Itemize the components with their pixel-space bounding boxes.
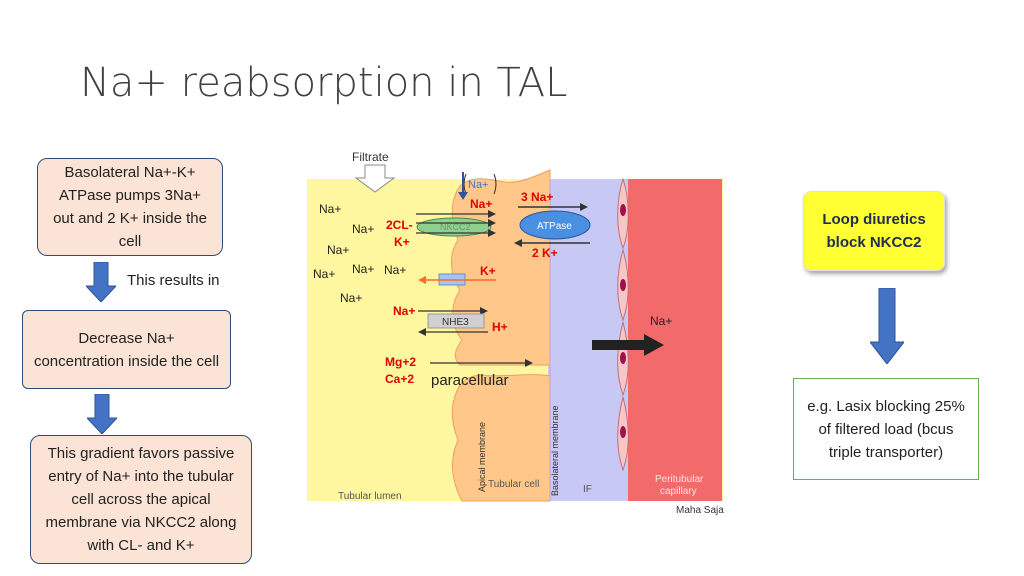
nkcc-arrow-head	[488, 210, 496, 218]
atpase-label: ATPase	[537, 221, 572, 232]
down-arrow-3	[870, 288, 904, 364]
filtrate-label: Filtrate	[352, 150, 389, 164]
peritubular-label: Peritubular	[655, 474, 704, 485]
down-arrow-2	[87, 394, 117, 434]
nucleus	[620, 204, 626, 216]
tal-transport-diagram: Filtrate Na+ Na+ Na+ Na+ Na+ Na+ Na+ Na+…	[307, 150, 724, 516]
credit-label: Maha Saja	[676, 505, 724, 516]
paracellular-arrow-head	[525, 359, 533, 367]
na-top-arrow-head	[458, 192, 468, 200]
na-reabsorption-arrow	[592, 340, 644, 350]
nhe-h-arrow-head	[418, 328, 426, 336]
atpase-explanation-box: Basolateral Na+-K+ ATPase pumps 3Na+ out…	[37, 158, 223, 256]
apical-membrane-label: Apical membrane	[477, 422, 487, 492]
nucleus	[620, 352, 626, 364]
if-na-label: Na+	[650, 314, 672, 328]
three-na-label: 3 Na+	[521, 190, 553, 204]
decrease-na-box: Decrease Na+ concentration inside the ce…	[22, 310, 231, 389]
na-red-label: Na+	[470, 197, 492, 211]
paracellular-label: paracellular	[431, 372, 509, 389]
filtrate-arrow-icon	[354, 164, 396, 193]
lumen-na-label: Na+	[352, 262, 374, 276]
nhe3-exchanger	[427, 313, 485, 329]
nucleus	[620, 426, 626, 438]
tubular-lumen-label: Tubular lumen	[338, 491, 402, 502]
nhe-na-arrow-head	[480, 307, 488, 315]
down-arrow-1	[86, 262, 116, 302]
na-nhe-label: Na+	[393, 304, 415, 318]
two-k-arrow-head	[514, 239, 522, 247]
lumen-na-label: Na+	[327, 243, 349, 257]
lumen-na-label: Na+	[352, 222, 374, 236]
if-label: IF	[583, 484, 592, 495]
na-top-label: Na+	[468, 179, 489, 191]
three-na-arrow-head	[580, 203, 588, 211]
k-leak-arrow-head	[418, 276, 426, 284]
ca-label: Ca+2	[385, 372, 414, 386]
two-k-label: 2 K+	[532, 246, 558, 260]
lasix-note-box: e.g. Lasix blocking 25% of filtered load…	[793, 378, 979, 480]
two-cl-label: 2CL-	[386, 218, 413, 232]
k-nkcc-label: K+	[394, 235, 410, 249]
na-bracket-right	[493, 173, 497, 195]
connector-text: This results in	[127, 272, 220, 289]
nkcc2-label: NKCC2	[440, 222, 471, 232]
lumen-na-label: Na+	[319, 202, 341, 216]
h-plus-label: H+	[492, 320, 508, 334]
nucleus	[620, 279, 626, 291]
lumen-na-label: Na+	[313, 267, 335, 281]
slide-title: Na+ reabsorption in TAL	[80, 60, 568, 106]
lumen-na-label: Na+	[384, 263, 406, 277]
atpase-pump	[519, 210, 591, 240]
basolateral-membrane-label: Basolateral membrane	[550, 405, 560, 496]
tubular-cell-label: Tubular cell	[488, 479, 539, 490]
nkcc-arrow-head	[488, 219, 496, 227]
na-reabsorption-arrow-head	[644, 334, 664, 356]
mg-label: Mg+2	[385, 355, 416, 369]
nkcc-arrow-head	[488, 229, 496, 237]
lumen-na-label: Na+	[340, 291, 362, 305]
k-romk-label: K+	[480, 264, 496, 278]
capillary-label: capillary	[660, 486, 697, 497]
nhe3-label: NHE3	[442, 317, 469, 328]
loop-diuretics-box: Loop diuretics block NKCC2	[803, 191, 945, 271]
gradient-box: This gradient favors passive entry of Na…	[30, 435, 252, 564]
